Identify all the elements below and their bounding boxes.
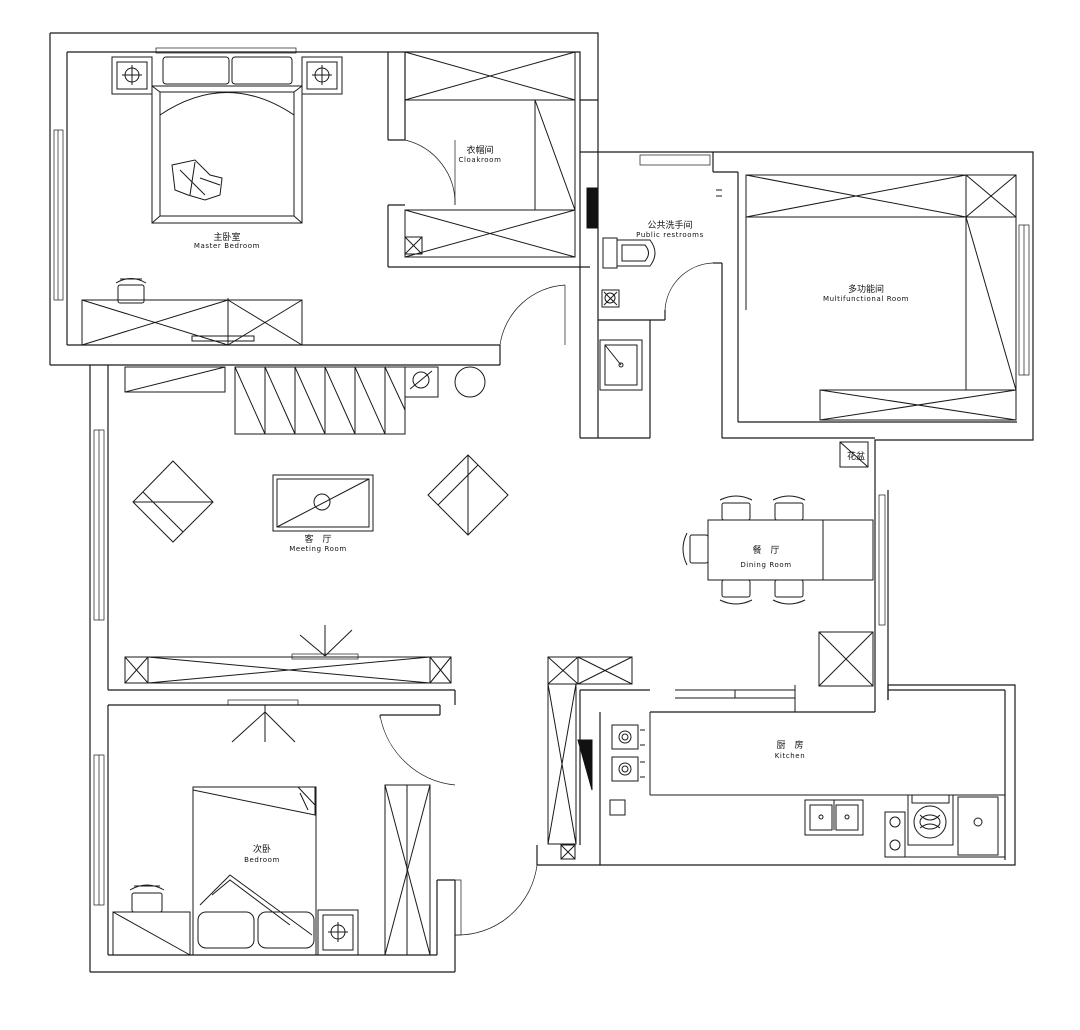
windows	[53, 47, 1030, 906]
meeting-room-label-zh: 客 厅	[304, 533, 331, 545]
entrance-door	[454, 864, 538, 936]
kitchen-label-zh: 厨 房	[776, 739, 803, 751]
second-bedroom: 次卧 Bedroom	[112, 705, 456, 956]
cloakroom-label-zh: 衣帽间	[466, 144, 493, 156]
kitchen-label-en: Kitchen	[775, 752, 806, 760]
master-bedroom-label-en: Master Bedroom	[194, 242, 260, 250]
dining-room-label-zh: 餐 厅	[752, 544, 779, 556]
dining-room-label-en: Dining Room	[740, 561, 791, 569]
multifunctional-label-en: Multifunctional Room	[823, 295, 909, 303]
planter-label: 花盆	[847, 450, 865, 462]
meeting-room: 客 厅 Meeting Room	[108, 284, 566, 716]
cloakroom-label-en: Cloakroom	[459, 156, 502, 164]
restroom-label-zh: 公共洗手间	[647, 219, 692, 231]
master-bedroom: 主卧室 Master Bedroom	[81, 56, 343, 346]
master-bedroom-label-zh: 主卧室	[213, 231, 240, 243]
bedroom-label-zh: 次卧	[253, 843, 271, 855]
bedroom-label-en: Bedroom	[244, 856, 280, 864]
cloakroom: 衣帽间 Cloakroom	[387, 51, 598, 268]
meeting-room-label-en: Meeting Room	[289, 545, 347, 553]
multifunctional-label-zh: 多功能间	[848, 283, 884, 295]
public-restroom: 公共洗手间 Public restrooms	[579, 151, 1017, 439]
multifunctional-room: 多功能间 Multifunctional Room 花盆	[745, 174, 1017, 468]
restroom-label-en: Public restrooms	[636, 231, 704, 239]
dining-room: 餐 厅 Dining Room	[682, 495, 874, 687]
kitchen: 厨 房 Kitchen	[547, 656, 1005, 860]
